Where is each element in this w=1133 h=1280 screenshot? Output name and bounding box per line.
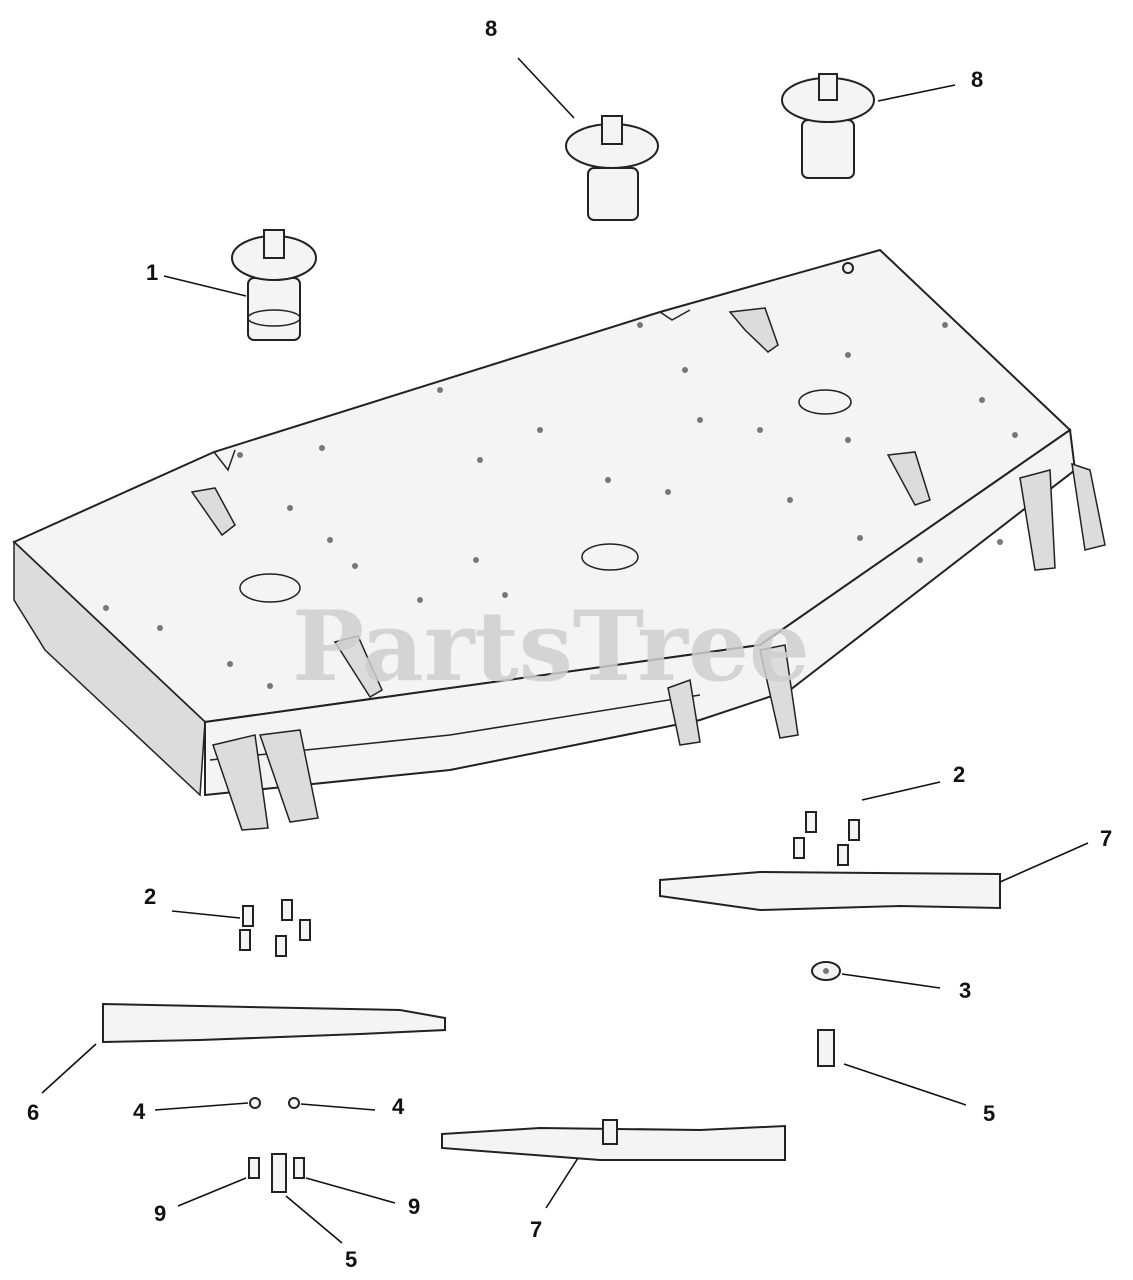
leader-2b xyxy=(171,910,241,919)
blade-7-lower xyxy=(441,1119,786,1161)
callout-8-center: 8 xyxy=(485,16,497,41)
blade-6 xyxy=(102,1002,446,1044)
leader-7a xyxy=(999,842,1089,883)
callout-4-right: 4 xyxy=(392,1094,405,1119)
leader-9a xyxy=(177,1177,247,1207)
callout-9-left: 9 xyxy=(154,1201,166,1226)
leader-7b xyxy=(545,1157,579,1209)
callout-1: 1 xyxy=(146,260,158,285)
washer-3 xyxy=(811,961,841,981)
callout-7-lower: 7 xyxy=(530,1217,542,1242)
bolt-5-right xyxy=(817,1029,835,1067)
callout-5-right: 5 xyxy=(983,1101,995,1126)
callout-6: 6 xyxy=(27,1100,39,1125)
callout-2-lower: 2 xyxy=(144,884,156,909)
spindle-assembly-8-right xyxy=(781,73,875,179)
leader-4a xyxy=(154,1102,249,1111)
leader-5b xyxy=(285,1195,343,1244)
callout-7-upper: 7 xyxy=(1100,826,1112,851)
leader-3 xyxy=(841,973,941,989)
spindle-assembly-1 xyxy=(231,229,317,341)
leader-8b xyxy=(877,84,956,102)
callout-5-bottom: 5 xyxy=(345,1247,357,1272)
blade-7-upper xyxy=(659,870,1001,912)
leader-4b xyxy=(300,1103,376,1111)
leader-8a xyxy=(517,57,575,119)
blade-bolts-2-upper xyxy=(793,811,860,866)
leader-5a xyxy=(843,1063,967,1106)
leader-2a xyxy=(861,781,941,801)
callout-4-left: 4 xyxy=(133,1099,146,1124)
mower-deck-housing xyxy=(12,248,1106,831)
leader-6 xyxy=(41,1043,97,1094)
nuts-4 xyxy=(249,1097,300,1109)
callout-2-upper: 2 xyxy=(953,762,965,787)
watermark: PartsTree xyxy=(292,590,810,703)
bolts-9-and-5 xyxy=(248,1153,305,1193)
callout-9-right: 9 xyxy=(408,1194,420,1219)
spindle-assembly-8-center xyxy=(565,115,659,221)
callout-3: 3 xyxy=(959,978,971,1003)
leader-1 xyxy=(163,275,247,297)
leader-9b xyxy=(305,1177,396,1204)
callout-8-right: 8 xyxy=(971,67,983,92)
blade-bolts-2-lower xyxy=(239,899,311,957)
